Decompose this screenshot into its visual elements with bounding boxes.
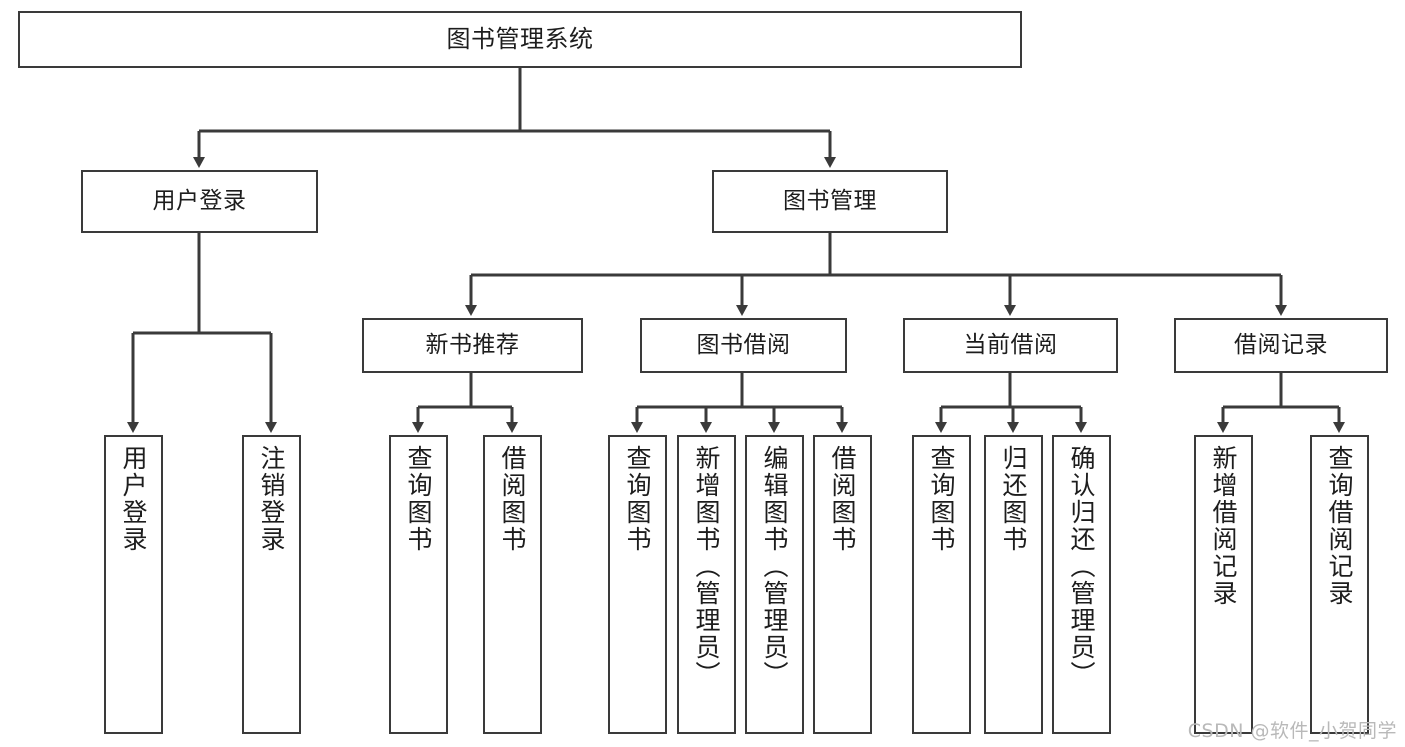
node-leaf-query-book-2-label: 查询图书	[623, 445, 652, 553]
node-borrow-record-label: 借阅记录	[1234, 331, 1328, 358]
node-leaf-add-record[interactable]: 新增借阅记录	[1194, 435, 1253, 734]
node-leaf-query-book-1-label: 查询图书	[404, 445, 433, 553]
node-leaf-logout-label: 注销登录	[257, 445, 286, 553]
node-leaf-edit-book[interactable]: 编辑图书（管理员）	[745, 435, 804, 734]
node-leaf-query-book-3[interactable]: 查询图书	[912, 435, 971, 734]
node-leaf-borrow-book-1[interactable]: 借阅图书	[483, 435, 542, 734]
node-leaf-return-book[interactable]: 归还图书	[984, 435, 1043, 734]
node-leaf-logout[interactable]: 注销登录	[242, 435, 301, 734]
node-root-label: 图书管理系统	[446, 25, 594, 54]
node-user-login[interactable]: 用户登录	[81, 170, 318, 233]
node-leaf-confirm-return[interactable]: 确认归还（管理员）	[1052, 435, 1111, 734]
node-leaf-add-book-label: 新增图书（管理员）	[692, 445, 721, 688]
node-leaf-user-login[interactable]: 用户登录	[104, 435, 163, 734]
node-new-book-recommend[interactable]: 新书推荐	[362, 318, 583, 373]
node-leaf-return-book-label: 归还图书	[999, 445, 1028, 553]
node-leaf-confirm-return-label: 确认归还（管理员）	[1067, 445, 1096, 688]
node-leaf-query-book-1[interactable]: 查询图书	[389, 435, 448, 734]
node-leaf-edit-book-label: 编辑图书（管理员）	[760, 445, 789, 688]
node-book-borrow-label: 图书借阅	[696, 331, 791, 358]
node-leaf-query-record[interactable]: 查询借阅记录	[1310, 435, 1369, 734]
node-current-borrow[interactable]: 当前借阅	[903, 318, 1118, 373]
node-current-borrow-label: 当前借阅	[963, 331, 1058, 358]
node-user-login-label: 用户登录	[152, 187, 247, 214]
node-leaf-borrow-book-2[interactable]: 借阅图书	[813, 435, 872, 734]
node-leaf-query-record-label: 查询借阅记录	[1325, 445, 1354, 607]
node-leaf-query-book-3-label: 查询图书	[927, 445, 956, 553]
node-leaf-borrow-book-2-label: 借阅图书	[828, 445, 857, 553]
node-leaf-add-book[interactable]: 新增图书（管理员）	[677, 435, 736, 734]
node-book-manage[interactable]: 图书管理	[712, 170, 948, 233]
node-leaf-query-book-2[interactable]: 查询图书	[608, 435, 667, 734]
node-leaf-borrow-book-1-label: 借阅图书	[498, 445, 527, 553]
node-new-book-recommend-label: 新书推荐	[425, 331, 520, 358]
node-leaf-user-login-label: 用户登录	[119, 445, 148, 553]
node-leaf-add-record-label: 新增借阅记录	[1209, 445, 1238, 607]
node-book-borrow[interactable]: 图书借阅	[640, 318, 847, 373]
node-borrow-record[interactable]: 借阅记录	[1174, 318, 1388, 373]
node-book-manage-label: 图书管理	[783, 187, 877, 214]
node-root[interactable]: 图书管理系统	[18, 11, 1022, 68]
